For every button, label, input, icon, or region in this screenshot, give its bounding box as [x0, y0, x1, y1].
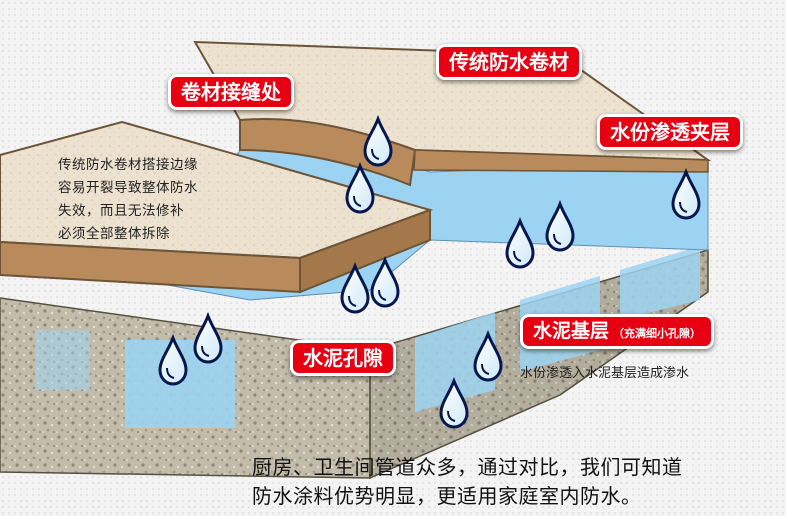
label-interlayer: 水份渗透夹层 [597, 114, 743, 150]
water-drop-icon [193, 314, 223, 364]
membrane-curl [239, 118, 417, 187]
note-line: 传统防水卷材搭接边缘 [58, 157, 198, 173]
label-cement-pores: 水泥孔隙 [290, 340, 396, 376]
conclusion-line: 厨房、卫生间管道众多，通过对比，我们可知道 [252, 455, 683, 479]
pore-side-1 [415, 312, 495, 412]
conclusion-line: 防水涂料优势明显，更适用家庭室内防水。 [252, 484, 642, 508]
pore-front-2 [35, 330, 90, 390]
label-cement-base-text: 水泥基层 [533, 320, 610, 342]
note-line: 失效，而且无法修补 [58, 203, 184, 219]
label-seam: 卷材接缝处 [168, 74, 294, 110]
note-line: 容易开裂导致整体防水 [58, 180, 198, 196]
note-line: 必须全部整体拆除 [58, 226, 170, 242]
conclusion-text: 厨房、卫生间管道众多，通过对比，我们可知道 防水涂料优势明显，更适用家庭室内防水… [252, 453, 683, 511]
back-membrane-edge [413, 149, 709, 173]
pore-side-3 [620, 246, 700, 320]
seepage-note: 水份渗透入水泥基层造成渗水 [520, 366, 690, 381]
label-cement-base-note: （充满细小孔隙） [613, 327, 702, 340]
left-membrane-side [299, 208, 431, 294]
label-cement-base: 水泥基层（充满细小孔隙） [520, 314, 715, 349]
membrane-failure-note: 传统防水卷材搭接边缘 容易开裂导致整体防水 失效，而且无法修补 必须全部整体拆除 [58, 154, 198, 246]
label-traditional-membrane: 传统防水卷材 [436, 44, 582, 80]
